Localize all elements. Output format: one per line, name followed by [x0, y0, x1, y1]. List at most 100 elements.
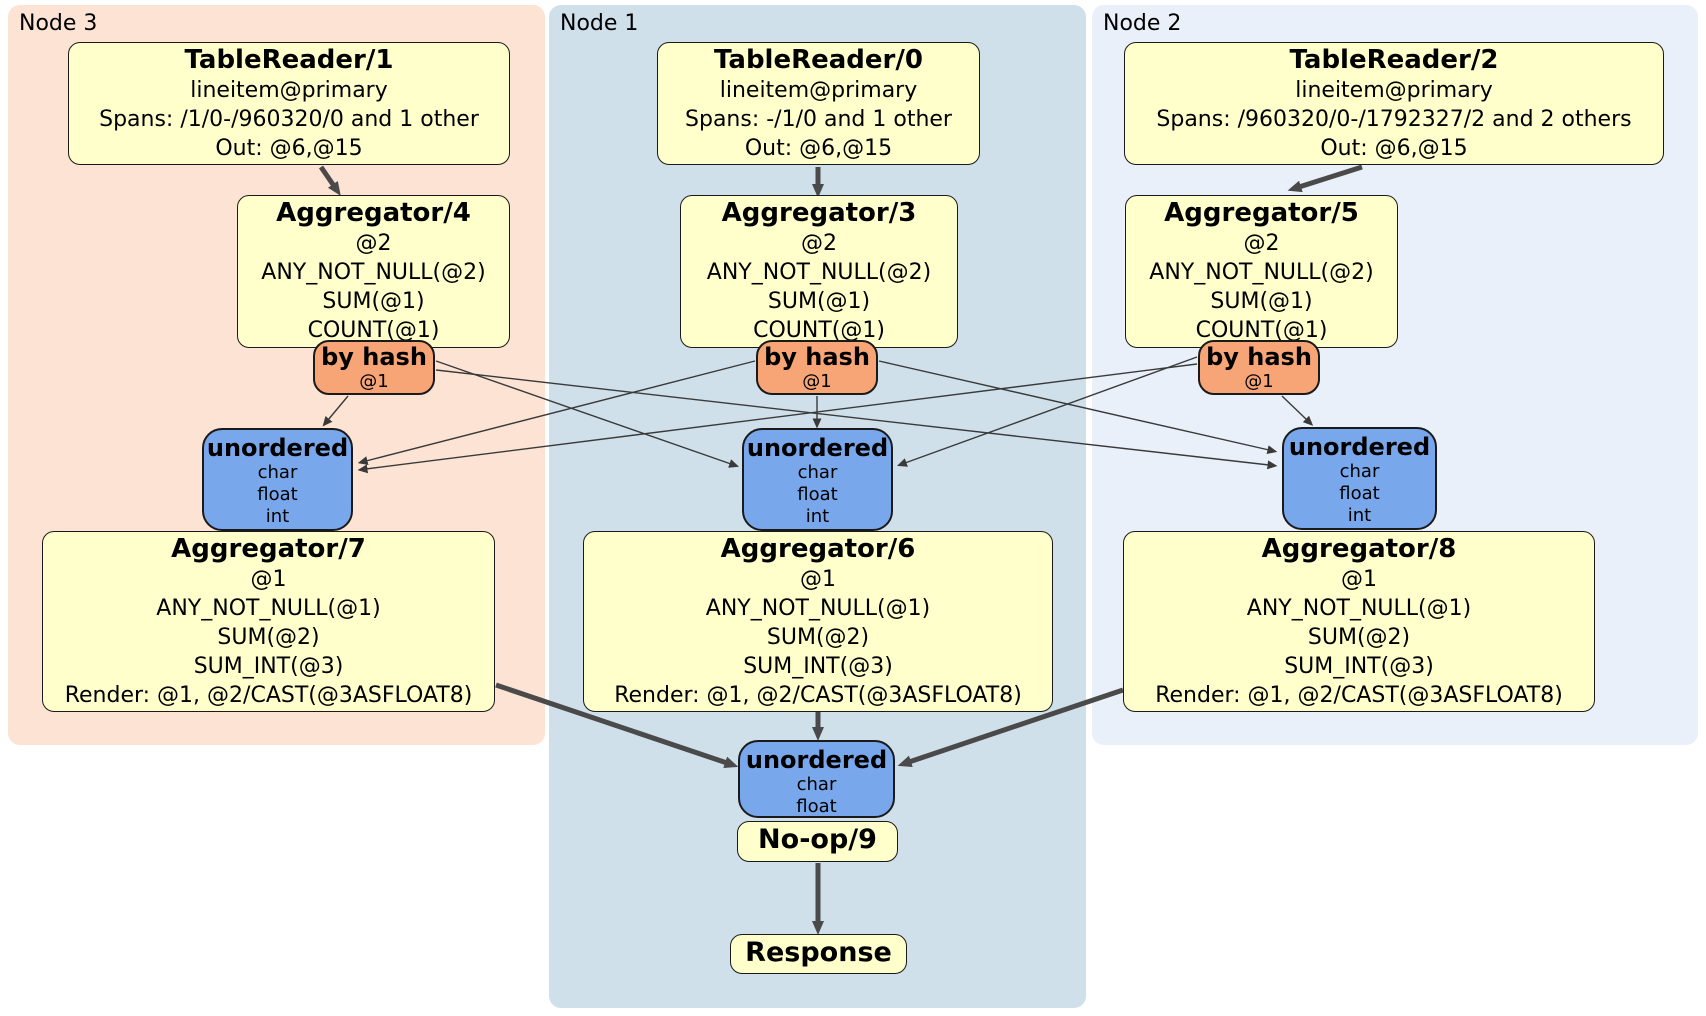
- box-title: Aggregator/4: [276, 198, 471, 228]
- box-line: SUM(@1): [1210, 289, 1313, 314]
- box-line: @2: [1243, 231, 1280, 256]
- aggregator-8-box: Aggregator/8 @1 ANY_NOT_NULL(@1) SUM(@2)…: [1123, 531, 1595, 712]
- response-box: Response: [730, 934, 907, 974]
- box-line: Render: @1, @2/CAST(@3ASFLOAT8): [64, 683, 473, 708]
- sync-column: char: [796, 774, 837, 795]
- edge-tablereader1-aggregator4: [318, 165, 341, 196]
- box-line: @1: [1341, 567, 1377, 592]
- router-title: by hash: [321, 343, 427, 371]
- sync-column: int: [805, 506, 830, 527]
- box-title: No-op/9: [758, 824, 877, 855]
- edge-hash-n3-unordered-n2: [435, 369, 1278, 470]
- box-line: ANY_NOT_NULL(@2): [706, 260, 932, 285]
- box-line: Spans: -/1/0 and 1 other: [685, 107, 952, 132]
- box-title: Aggregator/8: [1261, 534, 1457, 564]
- tablereader-0-box: TableReader/0 lineitem@primary Spans: -/…: [657, 42, 980, 165]
- box-line: Out: @6,@15: [215, 136, 363, 161]
- box-line: lineitem@primary: [190, 78, 388, 103]
- box-title: Aggregator/6: [720, 534, 916, 564]
- box-title: Aggregator/7: [171, 534, 366, 564]
- sync-column: char: [257, 462, 298, 483]
- hash-router-node3: by hash @1: [313, 340, 435, 395]
- box-line: SUM_INT(@3): [1284, 654, 1434, 679]
- edge-hash-n3-unordered-n3: [322, 395, 349, 427]
- edge-hash-n3-unordered-n1: [435, 360, 740, 468]
- sync-title: unordered: [206, 434, 349, 462]
- box-line: Render: @1, @2/CAST(@3ASFLOAT8): [614, 683, 1022, 708]
- box-title: Aggregator/5: [1164, 198, 1359, 228]
- sync-column: float: [797, 484, 838, 505]
- sync-column: char: [797, 462, 838, 483]
- box-line: Render: @1, @2/CAST(@3ASFLOAT8): [1155, 683, 1563, 708]
- box-line: ANY_NOT_NULL(@1): [156, 596, 381, 621]
- box-line: ANY_NOT_NULL(@2): [1149, 260, 1374, 285]
- tablereader-1-box: TableReader/1 lineitem@primary Spans: /1…: [68, 42, 510, 165]
- sync-column: int: [265, 506, 290, 527]
- aggregator-4-box: Aggregator/4 @2 ANY_NOT_NULL(@2) SUM(@1)…: [237, 195, 510, 348]
- box-title: Response: [745, 937, 892, 968]
- router-columns: @1: [1244, 371, 1274, 392]
- sync-title: unordered: [1288, 433, 1431, 461]
- router-columns: @1: [359, 371, 389, 392]
- box-line: ANY_NOT_NULL(@2): [261, 260, 486, 285]
- aggregator-6-box: Aggregator/6 @1 ANY_NOT_NULL(@1) SUM(@2)…: [583, 531, 1053, 712]
- box-title: TableReader/0: [714, 45, 923, 75]
- box-line: SUM(@1): [322, 289, 425, 314]
- box-line: SUM_INT(@3): [743, 654, 893, 679]
- region-node1-label: Node 1: [560, 11, 639, 36]
- box-line: @1: [250, 567, 287, 592]
- box-line: COUNT(@1): [753, 318, 885, 343]
- box-line: SUM(@2): [766, 625, 870, 650]
- sync-column: char: [1339, 461, 1380, 482]
- box-line: COUNT(@1): [307, 318, 440, 343]
- box-line: lineitem@primary: [1295, 78, 1493, 103]
- aggregator-3-box: Aggregator/3 @2 ANY_NOT_NULL(@2) SUM(@1)…: [680, 195, 958, 348]
- box-line: ANY_NOT_NULL(@1): [705, 596, 931, 621]
- box-line: SUM(@2): [1307, 625, 1411, 650]
- box-line: SUM(@2): [217, 625, 320, 650]
- box-line: Out: @6,@15: [1320, 136, 1468, 161]
- box-line: SUM_INT(@3): [193, 654, 344, 679]
- unordered-sync-node2: unordered char float int: [1282, 427, 1437, 530]
- router-title: by hash: [764, 343, 870, 371]
- box-line: lineitem@primary: [719, 78, 918, 103]
- aggregator-5-box: Aggregator/5 @2 ANY_NOT_NULL(@2) SUM(@1)…: [1125, 195, 1398, 348]
- unordered-sync-node3: unordered char float int: [202, 428, 353, 531]
- sync-column: float: [796, 796, 837, 817]
- box-line: Out: @6,@15: [744, 136, 893, 161]
- edge-hash-n1-unordered-n2: [878, 360, 1278, 455]
- unordered-sync-final: unordered char float: [738, 740, 895, 818]
- edge-hash-n2-unordered-n2: [1281, 395, 1314, 426]
- box-line: ANY_NOT_NULL(@1): [1246, 596, 1472, 621]
- router-title: by hash: [1206, 343, 1312, 371]
- hash-router-node2: by hash @1: [1198, 340, 1320, 395]
- box-title: TableReader/2: [1289, 45, 1499, 75]
- sync-column: int: [1347, 505, 1372, 526]
- sync-title: unordered: [746, 434, 889, 462]
- noop-9-box: No-op/9: [737, 821, 898, 862]
- box-line: SUM(@1): [767, 289, 871, 314]
- box-line: COUNT(@1): [1195, 318, 1328, 343]
- edge-hash-n2-unordered-n1: [897, 356, 1198, 467]
- box-line: @1: [800, 567, 836, 592]
- box-title: Aggregator/3: [721, 198, 917, 228]
- box-line: @2: [355, 231, 392, 256]
- hash-router-node1: by hash @1: [756, 340, 878, 395]
- region-node3-label: Node 3: [19, 11, 98, 36]
- edge-aggregator7-final-unordered: [495, 682, 739, 769]
- unordered-sync-node1: unordered char float int: [742, 428, 893, 531]
- box-line: Spans: /960320/0-/1792327/2 and 2 others: [1156, 107, 1632, 132]
- box-line: Spans: /1/0-/960320/0 and 1 other: [99, 107, 479, 132]
- edge-tablereader2-aggregator5: [1287, 164, 1363, 193]
- sync-column: float: [1339, 483, 1380, 504]
- box-line: @2: [801, 231, 837, 256]
- sync-title: unordered: [745, 746, 888, 774]
- tablereader-2-box: TableReader/2 lineitem@primary Spans: /9…: [1124, 42, 1664, 165]
- edge-hash-n1-unordered-n3: [357, 360, 756, 465]
- aggregator-7-box: Aggregator/7 @1 ANY_NOT_NULL(@1) SUM(@2)…: [42, 531, 495, 712]
- edge-hash-n2-unordered-n3: [357, 363, 1198, 474]
- sync-column: float: [257, 484, 298, 505]
- edge-aggregator8-final-unordered: [897, 687, 1124, 768]
